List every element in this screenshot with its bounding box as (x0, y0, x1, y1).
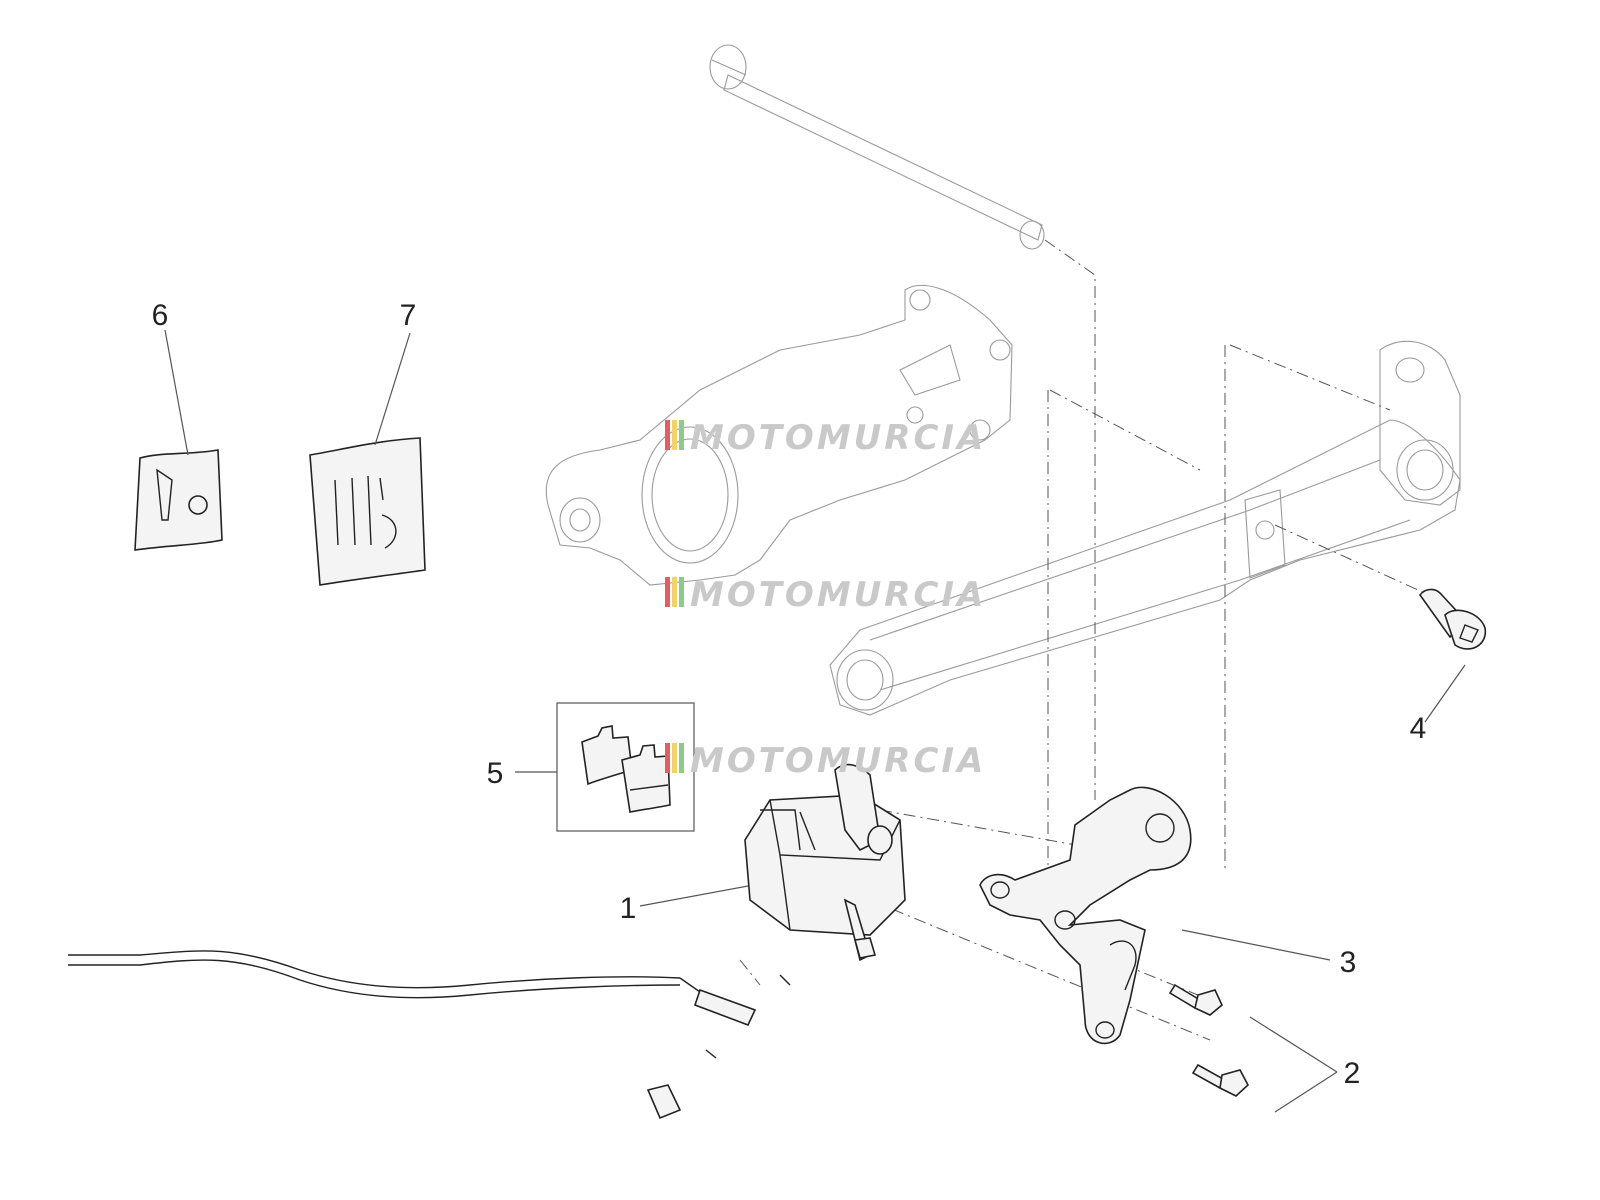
watermark-text: MOTOMURCIA (690, 741, 986, 781)
assembly-guide-lines (739, 239, 1441, 1041)
hardware-bag-6-part (134, 449, 223, 551)
brake-hose-part (68, 950, 791, 1120)
brake-pads-part (556, 702, 695, 832)
leader-lines (164, 329, 1466, 1113)
watermark-text: MOTOMURCIA (690, 575, 986, 615)
caliper-bracket-part (979, 786, 1192, 1045)
caliper-bracket-bolts-part (1168, 983, 1249, 1097)
callout-5: 5 (487, 757, 504, 790)
watermark-2: MOTOMURCIA (665, 575, 986, 615)
callout-3: 3 (1340, 946, 1357, 979)
watermark-3: MOTOMURCIA (665, 741, 986, 781)
callout-4: 4 (1410, 712, 1427, 745)
callout-1: 1 (620, 892, 637, 925)
callout-2: 2 (1344, 1057, 1361, 1090)
swingarm-outline (545, 284, 1461, 716)
hardware-bag-7-part (309, 437, 426, 586)
pivot-bolt-part (1419, 588, 1486, 650)
brake-caliper-part (744, 763, 906, 962)
callout-7: 7 (400, 299, 417, 332)
callout-6: 6 (152, 299, 169, 332)
watermark-text: MOTOMURCIA (690, 418, 986, 458)
watermark-1: MOTOMURCIA (665, 418, 986, 458)
axle-pin-outline (709, 44, 1045, 250)
